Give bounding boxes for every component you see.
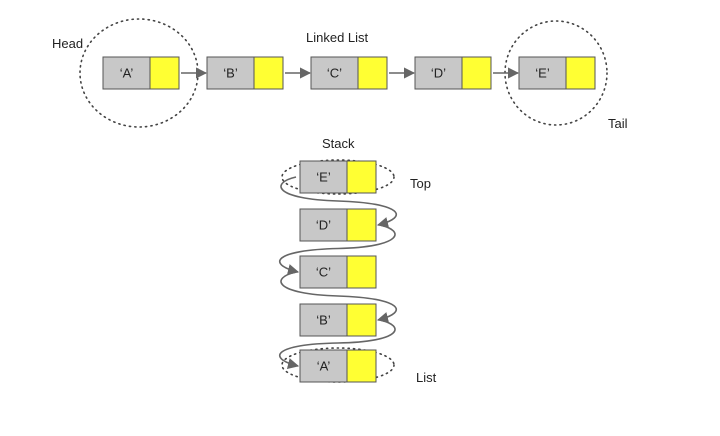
node-value-text: ‘D’ xyxy=(431,66,446,81)
node-pointer-cell xyxy=(253,56,284,90)
tail-label: Tail xyxy=(608,116,628,131)
node-pointer-cell xyxy=(565,56,596,90)
top-highlight-ellipse xyxy=(281,159,395,195)
stack-node: ‘B’ xyxy=(299,303,377,337)
stack-link-arrow xyxy=(280,176,398,228)
node-value-text: ‘E’ xyxy=(316,170,331,185)
linked-list-node: ‘A’ xyxy=(102,56,180,90)
node-value-text: ‘D’ xyxy=(316,218,331,233)
stack-node: ‘D’ xyxy=(299,208,377,242)
stack-link-arrow xyxy=(280,271,398,323)
stack-node: ‘A’ xyxy=(299,349,377,383)
linked-list-title: Linked List xyxy=(306,30,369,45)
stack-node: ‘C’ xyxy=(299,255,377,289)
node-pointer-cell xyxy=(357,56,388,90)
node-value-cell xyxy=(206,56,255,90)
node-pointer-cell xyxy=(149,56,180,90)
node-pointer-cell xyxy=(346,349,377,383)
node-pointer-cell xyxy=(346,160,377,194)
stack-title: Stack xyxy=(322,136,355,151)
node-value-text: ‘A’ xyxy=(317,359,331,374)
node-value-text: ‘C’ xyxy=(316,265,331,280)
linked-list-node: ‘D’ xyxy=(414,56,492,90)
stack-nodes: ‘E’ ‘D’ ‘C’ ‘B’ ‘A’ xyxy=(299,160,377,383)
stack-arrows xyxy=(278,176,398,369)
linked-list-nodes: ‘A’ ‘B’ ‘C’ ‘D’ ‘E’ xyxy=(102,56,596,90)
node-value-text: ‘A’ xyxy=(120,66,134,81)
node-value-cell xyxy=(299,349,348,383)
linked-list-node: ‘E’ xyxy=(518,56,596,90)
head-label: Head xyxy=(52,36,83,51)
node-value-cell xyxy=(299,255,348,289)
stack-link-arrow xyxy=(278,224,396,275)
node-pointer-cell xyxy=(346,208,377,242)
list-label: List xyxy=(416,370,437,385)
node-pointer-cell xyxy=(346,255,377,289)
stack-node: ‘E’ xyxy=(299,160,377,194)
node-value-text: ‘E’ xyxy=(535,66,550,81)
node-pointer-cell xyxy=(461,56,492,90)
node-value-text: ‘C’ xyxy=(327,66,342,81)
top-label: Top xyxy=(410,176,431,191)
linked-list-node: ‘C’ xyxy=(310,56,388,90)
node-pointer-cell xyxy=(346,303,377,337)
node-value-cell xyxy=(299,160,348,194)
node-value-text: ‘B’ xyxy=(316,313,331,328)
linked-list-node: ‘B’ xyxy=(206,56,284,90)
node-value-text: ‘B’ xyxy=(223,66,238,81)
stack-link-arrow xyxy=(278,319,396,369)
